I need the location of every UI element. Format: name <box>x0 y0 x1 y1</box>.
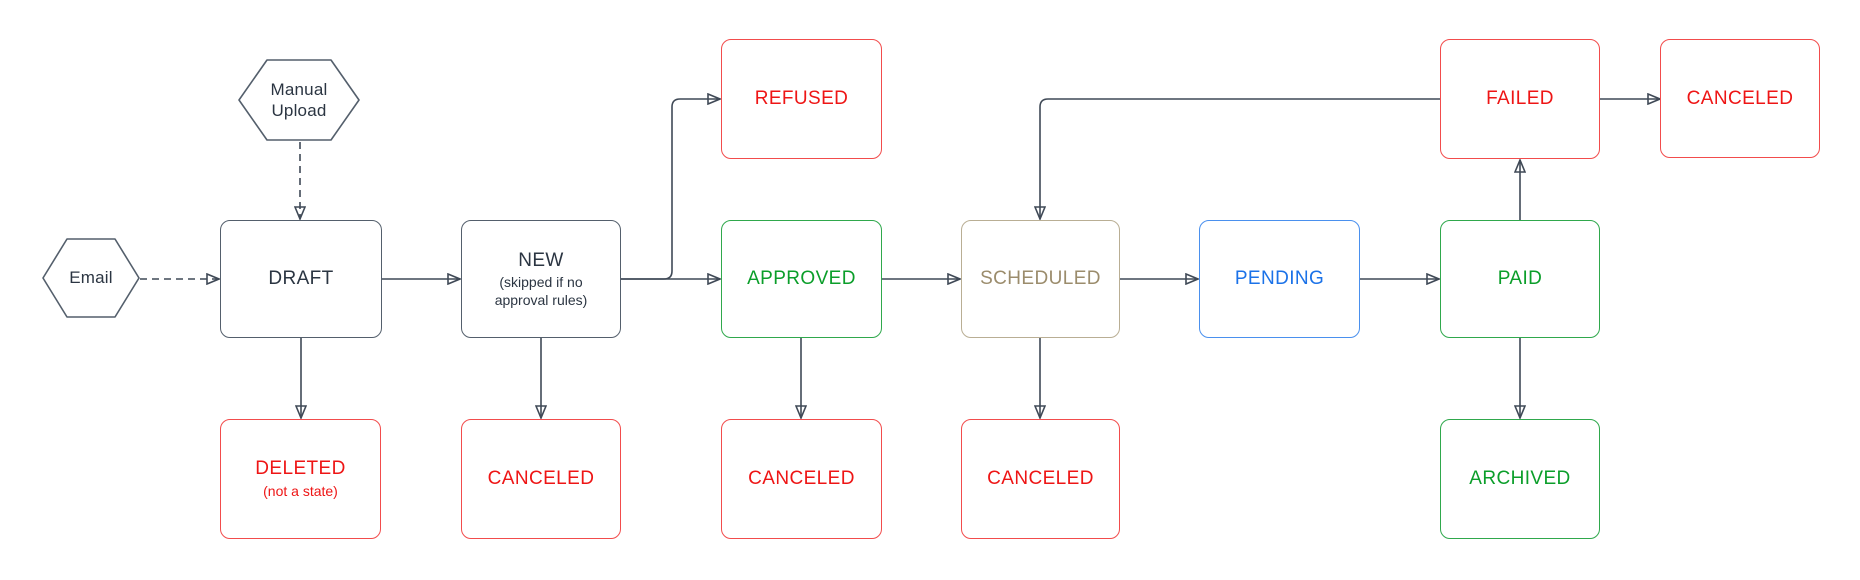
state-refused: REFUSED <box>721 39 882 159</box>
state-label: PENDING <box>1234 268 1325 290</box>
state-label: SCHEDULED <box>980 268 1101 290</box>
state-label: NEW <box>518 249 564 271</box>
node-email: Email <box>42 238 140 318</box>
state-approved: APPROVED <box>721 220 882 338</box>
state-label: DRAFT <box>268 268 334 290</box>
state-label: CANCELED <box>487 468 595 490</box>
node-label: Manual Upload <box>270 79 328 120</box>
state-failed: FAILED <box>1440 39 1600 159</box>
state-label: CANCELED <box>987 468 1094 490</box>
state-new: NEW (skipped if no approval rules) <box>461 220 621 338</box>
state-label: CANCELED <box>1686 87 1794 109</box>
state-label: REFUSED <box>754 88 849 110</box>
hexagon-shape <box>42 238 140 318</box>
state-label: APPROVED <box>747 268 856 290</box>
state-scheduled: SCHEDULED <box>961 220 1120 338</box>
state-label: PAID <box>1497 268 1543 290</box>
hexagon-shape <box>238 59 360 141</box>
state-label: CANCELED <box>748 468 855 490</box>
state-label: DELETED <box>255 458 346 480</box>
node-manual-upload: Manual Upload <box>238 59 360 141</box>
state-label: ARCHIVED <box>1469 468 1571 490</box>
edge-failed-to-scheduled <box>1040 98 1440 219</box>
state-deleted: DELETED (not a state) <box>220 419 381 539</box>
node-label: Email <box>69 268 113 288</box>
state-canceled-after-failed: CANCELED <box>1660 39 1820 158</box>
state-archived: ARCHIVED <box>1440 419 1600 539</box>
state-paid: PAID <box>1440 220 1600 338</box>
state-canceled-after-new: CANCELED <box>461 419 621 539</box>
state-draft: DRAFT <box>220 220 382 338</box>
state-pending: PENDING <box>1199 220 1360 338</box>
state-sublabel: (not a state) <box>263 483 338 500</box>
edge-new-to-refused <box>621 99 720 280</box>
state-canceled-after-approved: CANCELED <box>721 419 882 539</box>
state-canceled-after-scheduled: CANCELED <box>961 419 1120 539</box>
state-label: FAILED <box>1486 88 1554 110</box>
state-sublabel: (skipped if no approval rules) <box>494 274 588 308</box>
